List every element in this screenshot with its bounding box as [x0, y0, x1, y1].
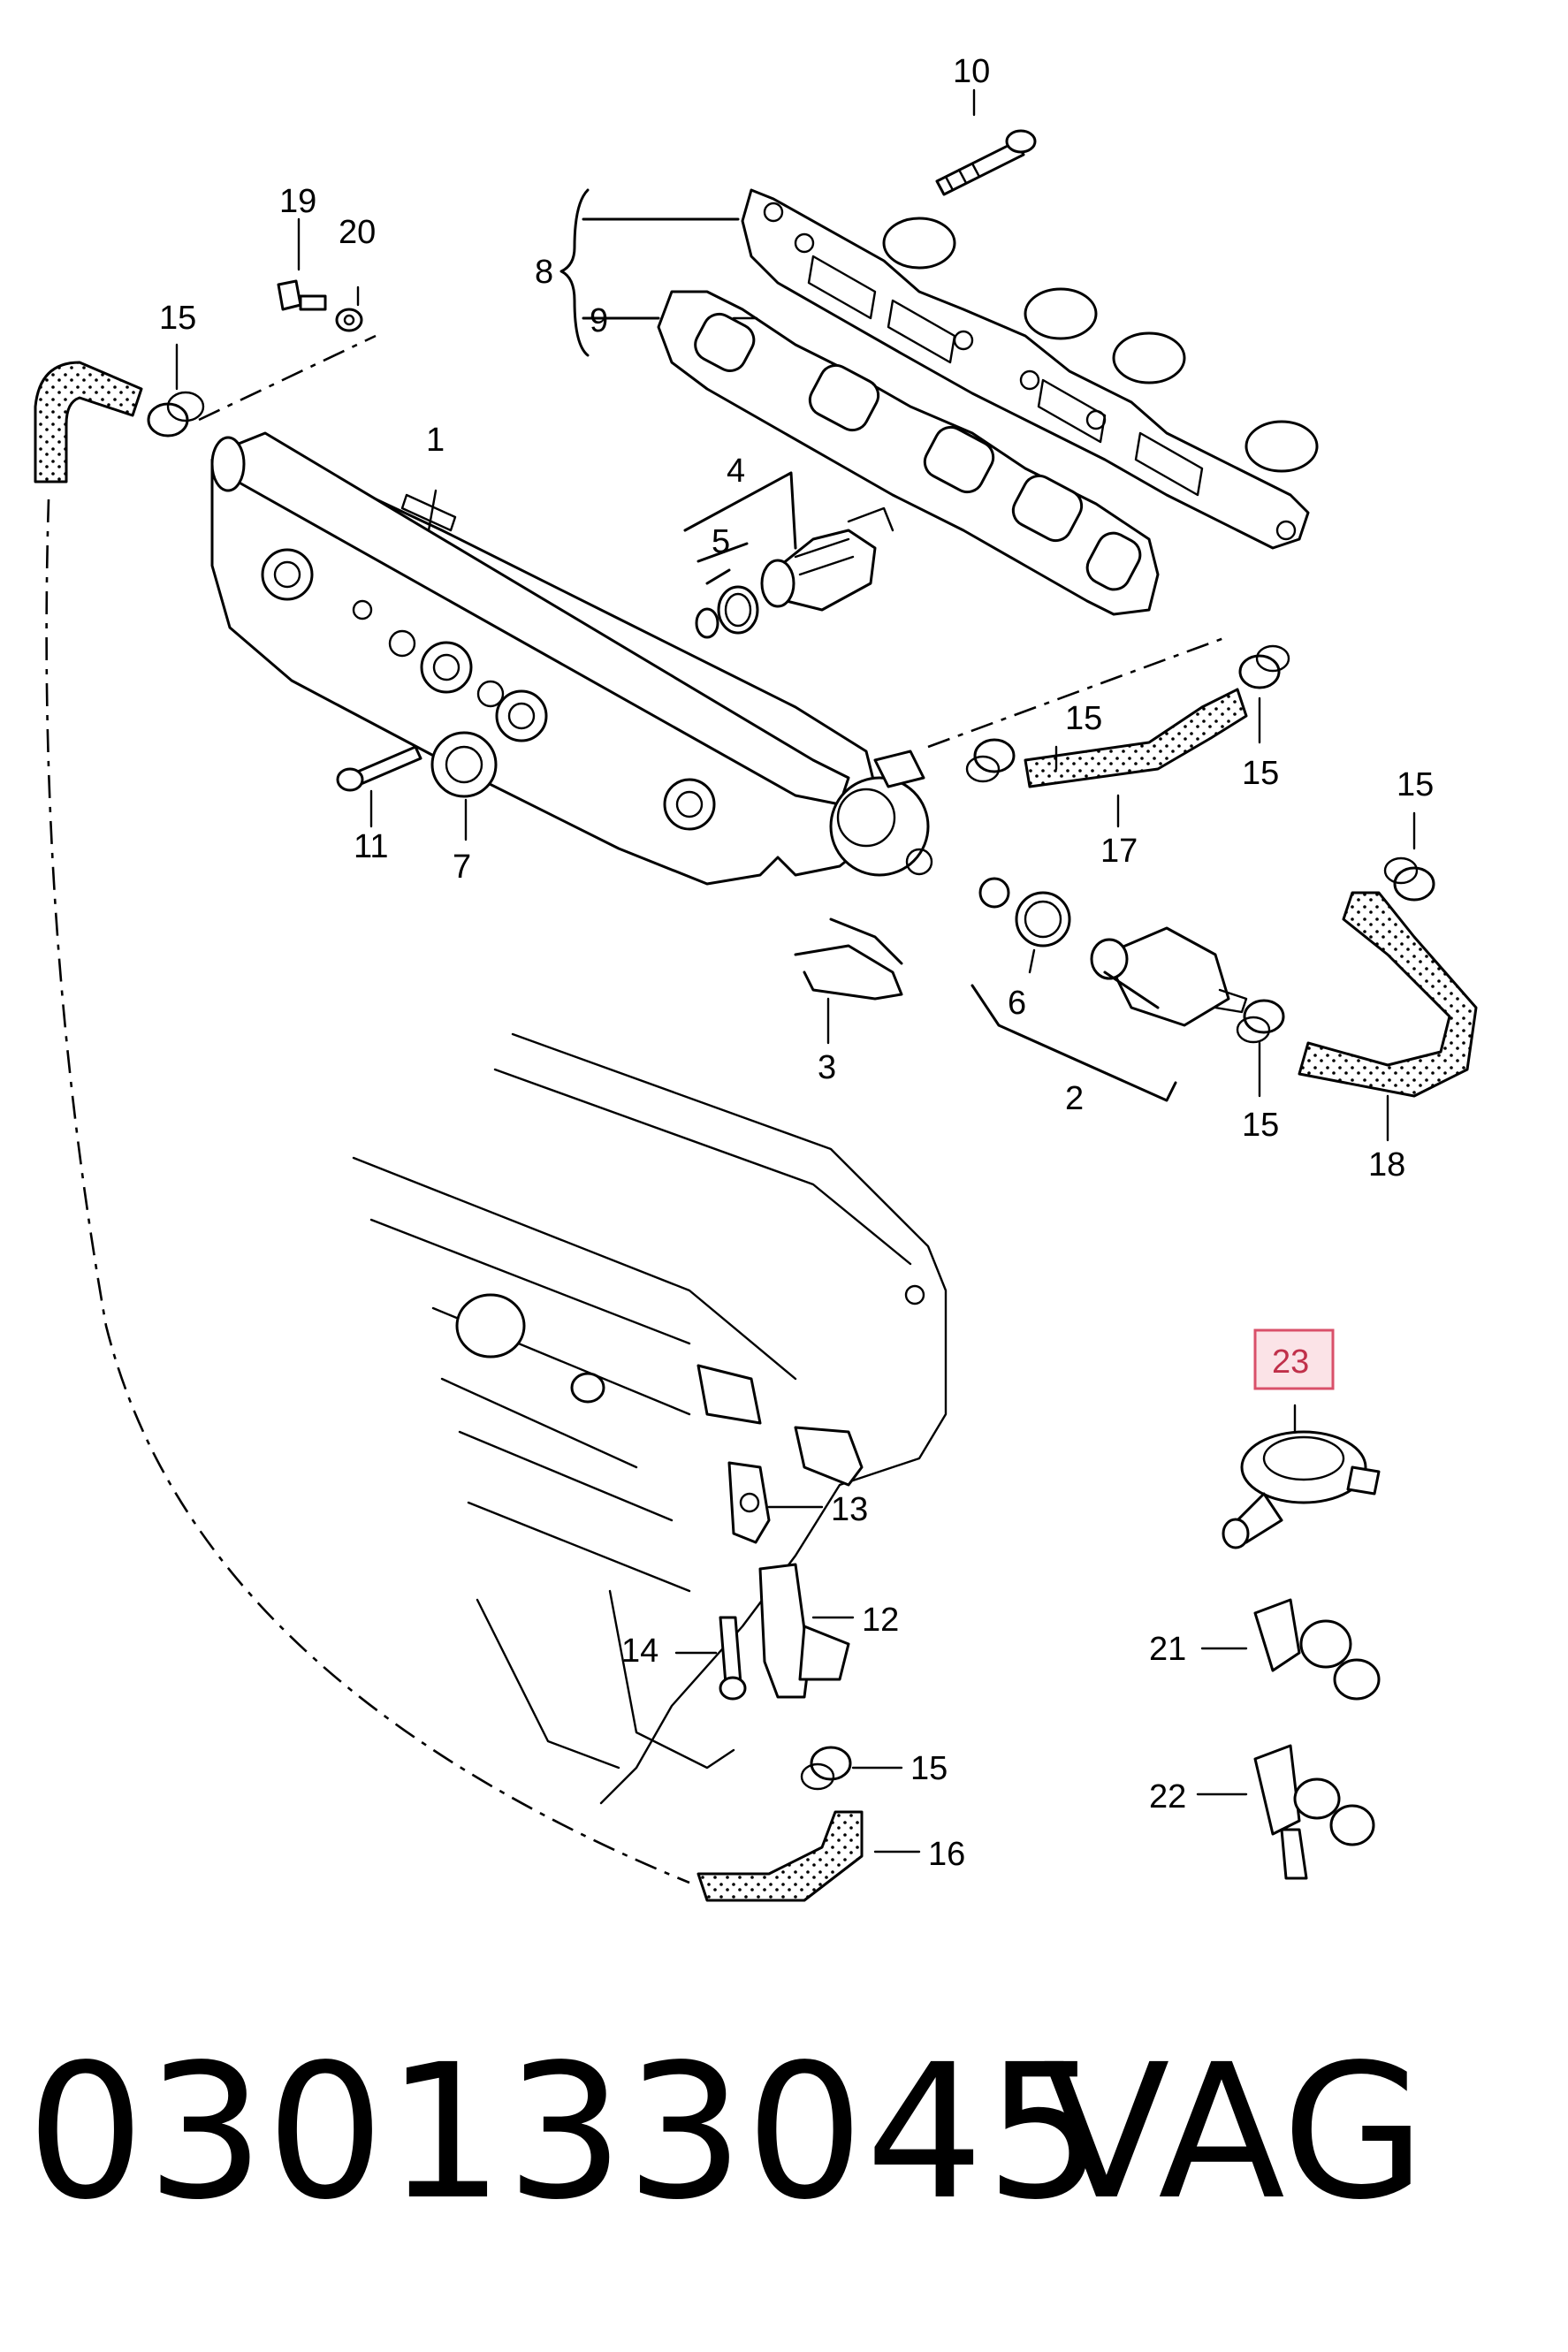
hose-clamp-15: [1236, 999, 1285, 1044]
callout-17: 17: [1100, 833, 1138, 870]
hose-upper-left: [34, 361, 143, 483]
hose-clamp-15: [1383, 856, 1435, 902]
pressure-damper-23: [1222, 1430, 1381, 1549]
callout-15: 15: [159, 300, 196, 337]
idle-valve-12: [758, 1563, 850, 1699]
callout-20: 20: [339, 214, 376, 251]
fuel-rail: [210, 431, 933, 886]
leader-lines: [175, 88, 1416, 1853]
callout-1: 1: [426, 422, 445, 459]
bolt-11: [336, 745, 422, 792]
callout-15: 15: [1242, 1107, 1279, 1144]
hose-18: [1298, 891, 1478, 1098]
callout-5: 5: [712, 523, 730, 560]
callout-15: 15: [1065, 700, 1102, 737]
bracket-8: [559, 188, 740, 357]
callout-21: 21: [1149, 1631, 1186, 1668]
callout-13: 13: [831, 1491, 868, 1528]
intake-manifold-lower: [352, 1032, 948, 1805]
hose-clamp-15: [1238, 644, 1290, 689]
callout-16: 16: [928, 1836, 965, 1873]
gasket-13: [727, 1461, 771, 1544]
o-ring-5: [695, 585, 759, 639]
callout-23: 23: [1272, 1343, 1309, 1381]
intake-manifold-upper: [741, 188, 1319, 550]
callout-2: 2: [1065, 1080, 1084, 1117]
fuel-filter-2: [1090, 926, 1248, 1027]
callout-18: 18: [1368, 1146, 1405, 1184]
callout-15: 15: [910, 1750, 948, 1787]
hose-holder-22: [1253, 1744, 1375, 1880]
hose-clamp-15: [965, 738, 1016, 783]
callout-3: 3: [818, 1049, 836, 1086]
pressure-regulator-4: [760, 506, 894, 612]
washer-20: [335, 308, 363, 332]
callout-23-highlight[interactable]: 23: [1253, 1328, 1335, 1390]
hose-17: [1024, 688, 1248, 788]
bracket-4: [683, 471, 797, 585]
callout-9: 9: [590, 302, 608, 339]
callout-10: 10: [953, 53, 990, 90]
callout-11: 11: [354, 828, 388, 865]
callout-4: 4: [727, 453, 745, 490]
assembly-path-line: [198, 334, 377, 422]
callout-7: 7: [453, 849, 471, 886]
retaining-clip-3: [794, 917, 903, 1001]
hose-holder-21: [1253, 1598, 1381, 1701]
o-ring-6: [978, 877, 1071, 948]
hose-16: [696, 1810, 864, 1902]
callout-15: 15: [1397, 766, 1434, 803]
callout-22: 22: [1149, 1778, 1186, 1815]
seal-7: [430, 731, 498, 798]
callout-8: 8: [535, 254, 553, 291]
hose-clamp-15: [800, 1746, 852, 1791]
part-number: 030133045: [27, 2024, 1106, 2241]
highlight-box: [1253, 1328, 1335, 1390]
bolt-14: [719, 1616, 747, 1701]
bolt-19: [277, 279, 327, 311]
bolt-10: [935, 129, 1037, 196]
hose-clamp-15: [147, 391, 205, 438]
assembly-path-line: [927, 635, 1229, 749]
callout-labels: 1 2 3 4 5 6 7 8 9 10 11 12 13 14 15 15 1…: [159, 53, 1434, 1873]
callout-19: 19: [279, 183, 316, 220]
bracket-2: [970, 970, 1177, 1102]
callout-12: 12: [862, 1602, 899, 1639]
assembly-path-line: [45, 499, 690, 1884]
brand-name: VAG: [1043, 2024, 1426, 2241]
manifold-gasket: [657, 290, 1160, 616]
callout-14: 14: [621, 1633, 658, 1670]
callout-15: 15: [1242, 755, 1279, 792]
callout-6: 6: [1008, 985, 1026, 1022]
